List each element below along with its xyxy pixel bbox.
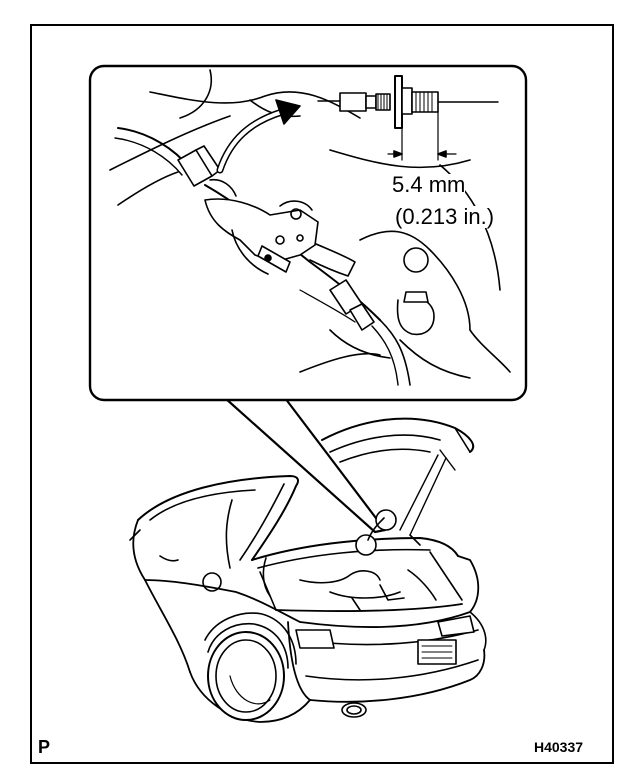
figure-frame xyxy=(30,24,614,764)
callout-pointer xyxy=(223,396,387,534)
corner-mark: P xyxy=(38,737,51,757)
car-illustration xyxy=(129,417,487,723)
figure-id: H40337 xyxy=(534,739,584,755)
detail-inset xyxy=(88,64,528,402)
dimension-inch-label: (0.213 in.) xyxy=(395,204,495,229)
dimension-mm-label: 5.4 mm xyxy=(392,172,466,197)
